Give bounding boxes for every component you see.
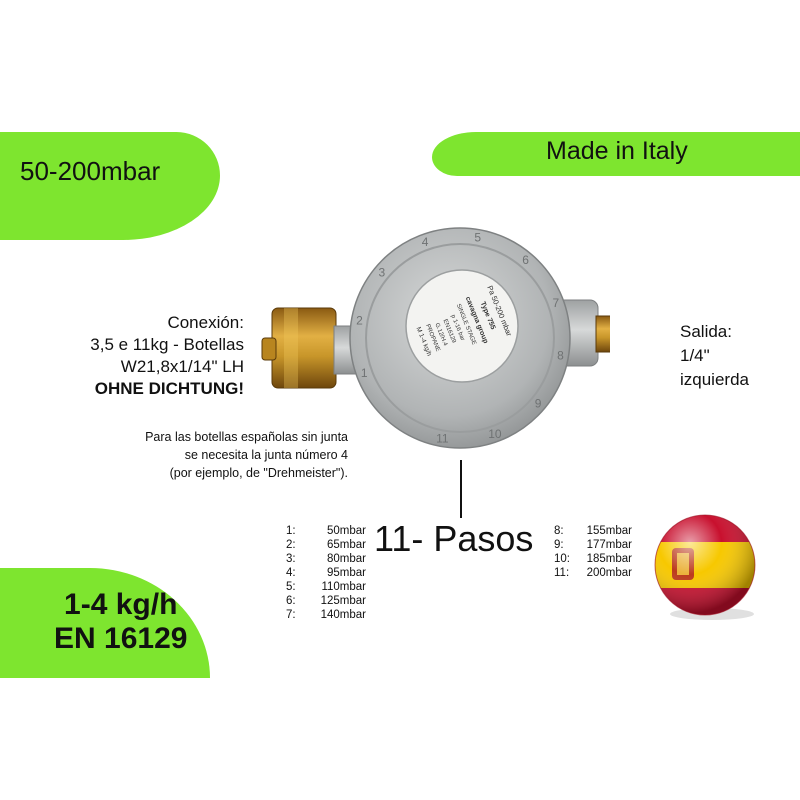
- step-row: 3: 80mbar: [286, 552, 366, 566]
- pressure-range-label: 50-200mbar: [20, 156, 161, 186]
- green-blob-top-right: [432, 132, 800, 176]
- dial-number: 7: [552, 296, 559, 310]
- connection-info: Conexión: 3,5 e 11kg - Botellas W21,8x1/…: [90, 312, 244, 400]
- steps-list-left: 1: 50mbar 2: 65mbar 3: 80mbar 4: 95mbar 5: 110mba…: [286, 524, 366, 622]
- outlet-title: Salida:: [680, 322, 732, 341]
- step-number: 7:: [286, 609, 296, 621]
- step-number: 4:: [286, 567, 296, 579]
- step-row: 8: 155mbar: [554, 524, 632, 538]
- step-row: 11: 200mbar: [554, 566, 632, 580]
- step-value: 110mbar: [321, 581, 366, 593]
- pointer-line: [460, 460, 462, 518]
- step-value: 200mbar: [586, 567, 632, 579]
- step-number: 10:: [554, 553, 570, 565]
- step-row: 1: 50mbar: [286, 524, 366, 538]
- dial-number: 9: [535, 397, 542, 411]
- step-number: 1:: [286, 525, 296, 537]
- step-number: 2:: [286, 539, 296, 551]
- dial-numbers: 1 2 3 4 5 6 7 8 9 10 11: [356, 231, 564, 446]
- step-number: 6:: [286, 595, 296, 607]
- dial-number: 3: [379, 265, 386, 279]
- step-value: 140mbar: [320, 609, 366, 621]
- step-number: 5:: [286, 581, 296, 593]
- step-number: 3:: [286, 553, 296, 565]
- flow-rate-block: 1-4 kg/h EN 16129: [54, 588, 187, 656]
- connection-line-1: 3,5 e 11kg - Botellas: [90, 335, 244, 354]
- step-value: 80mbar: [327, 553, 366, 565]
- dial-number: 6: [522, 253, 529, 267]
- step-value: 177mbar: [586, 539, 632, 551]
- outlet-direction: izquierda: [680, 370, 749, 389]
- step-value: 185mbar: [586, 553, 632, 565]
- spain-flag-icon: [654, 514, 756, 620]
- step-row: 10: 185mbar: [554, 552, 632, 566]
- dial-number: 5: [474, 231, 481, 245]
- steps-list-right: 8: 155mbar 9: 177mbar 10: 185mbar 11: 200mbar: [554, 524, 632, 580]
- seal-note: Para las botellas españolas sin junta se…: [145, 428, 348, 482]
- step-row: 4: 95mbar: [286, 566, 366, 580]
- standard-label: EN 16129: [54, 622, 188, 655]
- dial-number: 11: [436, 432, 449, 446]
- step-value: 155mbar: [586, 525, 632, 537]
- step-value: 125mbar: [320, 595, 366, 607]
- note-line-2: se necesita la junta número 4: [184, 448, 348, 462]
- step-value: 65mbar: [327, 539, 366, 551]
- outlet-size: 1/4": [680, 346, 710, 365]
- connection-line-2: W21,8x1/14" LH: [120, 357, 244, 376]
- step-value: 50mbar: [327, 525, 366, 537]
- note-line-3: (por ejemplo, de "Drehmeister").: [169, 466, 348, 480]
- connection-title: Conexión:: [167, 313, 244, 332]
- dial-number: 1: [361, 366, 368, 380]
- connection-warning: OHNE DICHTUNG!: [94, 379, 244, 398]
- note-line-1: Para las botellas españolas sin junta: [145, 430, 348, 444]
- step-row: 9: 177mbar: [554, 538, 632, 552]
- made-in-label: Made in Italy: [546, 137, 688, 165]
- inlet-brass-nut: [261, 307, 337, 389]
- green-blob-top-left: [0, 132, 220, 240]
- dial-number: 4: [422, 235, 429, 249]
- step-row: 6: 125mbar: [286, 594, 366, 608]
- regulator-label: [405, 269, 519, 383]
- step-row: 5: 110mbar: [286, 580, 366, 594]
- step-row: 7: 140mbar: [286, 608, 366, 622]
- dial-number: 10: [488, 427, 502, 441]
- step-row: 2: 65mbar: [286, 538, 366, 552]
- dial-number: 8: [557, 349, 564, 363]
- step-number: 11:: [554, 567, 570, 579]
- steps-title: 11- Pasos: [374, 518, 534, 559]
- step-number: 9:: [554, 539, 564, 551]
- outlet-info: Salida: 1/4" izquierda: [680, 320, 749, 392]
- step-number: 8:: [554, 525, 564, 537]
- flow-rate-label: 1-4 kg/h: [64, 588, 178, 621]
- dial-number: 2: [356, 313, 363, 327]
- step-value: 95mbar: [327, 567, 366, 579]
